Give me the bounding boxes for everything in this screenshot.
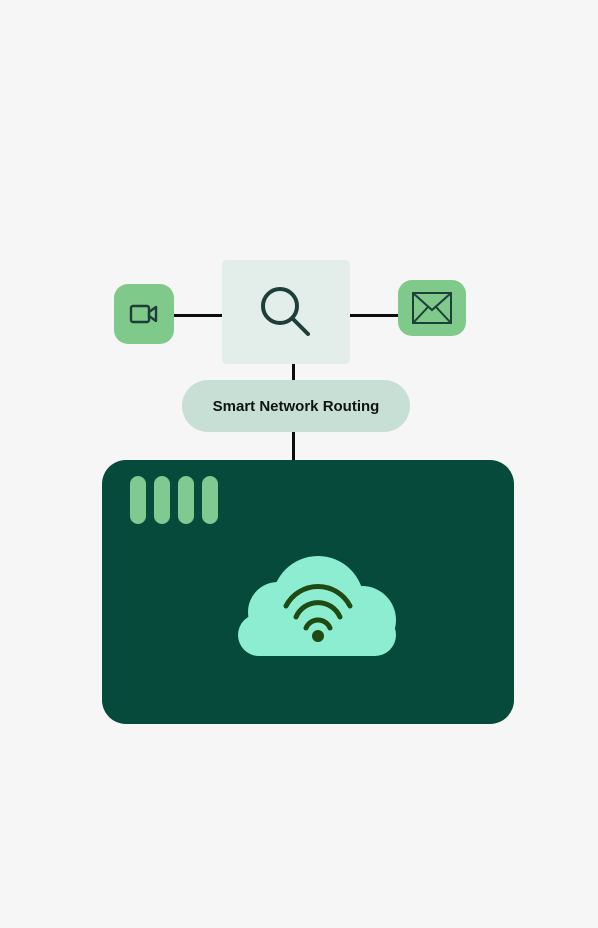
indicator-bars	[130, 476, 218, 524]
routing-label: Smart Network Routing	[182, 380, 410, 432]
indicator-bar	[178, 476, 194, 524]
connector-line-label-to-panel	[292, 432, 295, 466]
indicator-bar	[154, 476, 170, 524]
video-camera-icon	[129, 304, 158, 324]
indicator-bar	[130, 476, 146, 524]
mail-tile	[398, 280, 466, 336]
search-icon	[261, 287, 310, 336]
cloud-wifi-icon	[238, 556, 396, 656]
video-tile	[114, 284, 174, 344]
envelope-icon	[412, 292, 452, 324]
indicator-bar	[202, 476, 218, 524]
connector-line-left	[174, 314, 222, 317]
search-node	[222, 260, 350, 364]
connector-line-right	[350, 314, 400, 317]
connector-line-search-to-label	[292, 364, 295, 380]
network-panel	[102, 460, 514, 724]
